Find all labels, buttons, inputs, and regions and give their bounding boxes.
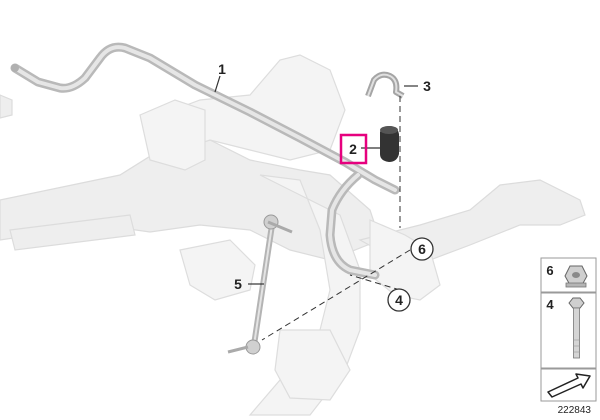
direction-arrow-icon (547, 373, 591, 398)
highlight-box (339, 133, 368, 165)
callout-2[interactable]: 2 (339, 133, 368, 165)
legend-item-arrow (540, 368, 597, 402)
legend-item-bolt: 4 (540, 292, 597, 369)
legend-item-nut: 6 (540, 257, 597, 293)
subframe-ghost (0, 54, 586, 416)
legend-box-bolt (540, 292, 597, 369)
callout-2-label: 2 (349, 141, 357, 157)
callout-5-label: 5 (234, 276, 242, 292)
hex-nut-icon (564, 265, 588, 288)
callout-5: 5 (234, 276, 242, 292)
callout-4-label: 4 (395, 292, 403, 308)
rubber-mount (380, 126, 399, 162)
callout-4-circle (387, 288, 411, 312)
callout-1-label: 1 (218, 61, 226, 77)
callout-6: 6 (410, 237, 434, 261)
stabilizer-bar (10, 42, 400, 280)
callout-6-circle (410, 237, 434, 261)
callout-6-label: 6 (418, 241, 426, 257)
callout-3-label: 3 (423, 78, 431, 94)
callout-3: 3 (423, 78, 431, 94)
callout-1: 1 (218, 61, 226, 77)
leader-lines (214, 75, 418, 341)
legend-bolt-label: 4 (546, 297, 554, 312)
diagram-code: 222843 (558, 405, 592, 416)
bolt-icon (568, 297, 585, 359)
bracket (365, 71, 405, 99)
callout-4: 4 (387, 288, 411, 312)
link-rod (227, 214, 293, 355)
legend-nut-label: 6 (546, 263, 553, 278)
